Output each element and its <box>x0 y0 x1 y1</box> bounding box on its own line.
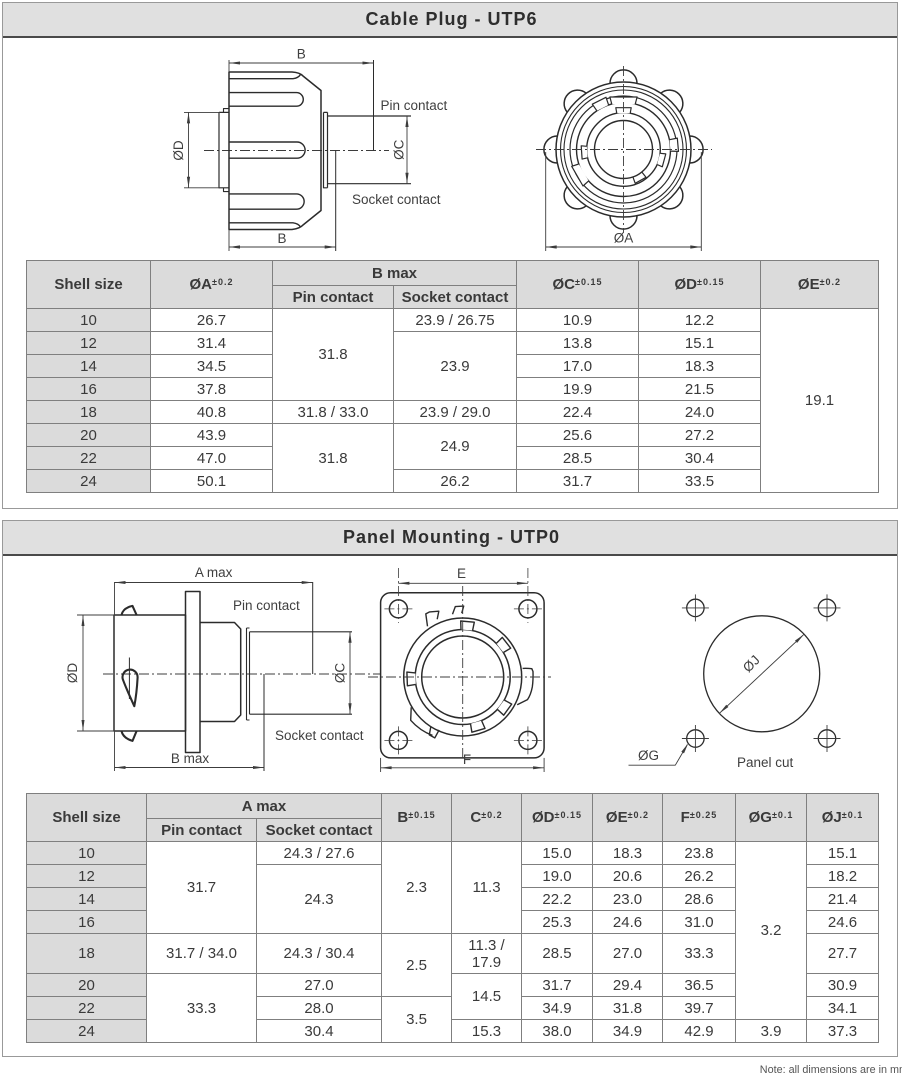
svg-text:Socket contact: Socket contact <box>275 728 364 743</box>
svg-text:ØJ: ØJ <box>740 652 763 675</box>
svg-text:B: B <box>297 47 306 62</box>
svg-text:E: E <box>457 566 466 581</box>
svg-text:Panel cut: Panel cut <box>737 755 794 770</box>
svg-text:Pin contact: Pin contact <box>233 598 300 613</box>
svg-text:ØC: ØC <box>392 139 407 160</box>
svg-text:ØA: ØA <box>614 231 634 246</box>
svg-text:F: F <box>463 752 471 767</box>
svg-text:B: B <box>277 231 286 246</box>
svg-text:Pin contact: Pin contact <box>381 98 448 113</box>
svg-text:ØG: ØG <box>638 748 659 763</box>
svg-text:B max: B max <box>171 751 210 766</box>
svg-text:ØD: ØD <box>65 663 80 684</box>
svg-text:ØD: ØD <box>171 140 186 161</box>
svg-text:ØC: ØC <box>333 663 348 684</box>
svg-text:A max: A max <box>195 565 233 580</box>
svg-text:Socket contact: Socket contact <box>352 192 441 207</box>
